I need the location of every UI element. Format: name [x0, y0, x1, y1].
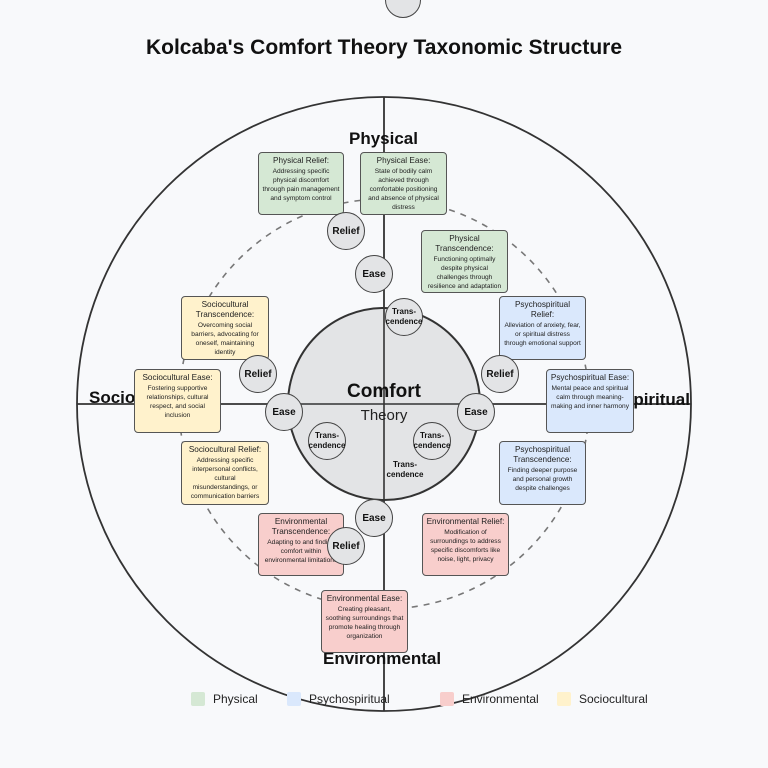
dimension-label-physical: Physical — [349, 129, 418, 148]
box-title: Psychospiritual Ease: — [550, 373, 630, 382]
legend-item-physical: Physical — [191, 691, 258, 707]
box-sociocultural-relief: Sociocultural Relief: Addressing specifi… — [181, 441, 269, 505]
box-environmental-relief: Environmental Relief: Modification of su… — [422, 513, 509, 576]
bubble-physical-ease: Ease — [355, 255, 393, 293]
legend-swatch — [557, 692, 571, 706]
box-physical-ease: Physical Ease: State of bodily calm achi… — [360, 152, 447, 215]
legend-swatch — [440, 692, 454, 706]
bubble-environmental-relief: Relief — [327, 527, 365, 565]
box-description: State of bodily calm achieved through co… — [368, 168, 439, 211]
legend-item-psychospiritual: Psychospiritual — [287, 691, 390, 707]
bubble-environmental-ease: Ease — [355, 499, 393, 537]
dimension-label-sociocultural-text: Sociocultural — [89, 388, 135, 407]
label-environmental-transcendence: Trans-cendence — [386, 460, 424, 479]
box-psychospiritual-ease: Psychospiritual Ease: Mental peace and s… — [546, 369, 634, 433]
box-psychospiritual-relief: Psychospiritual Relief: Alleviation of a… — [499, 296, 586, 360]
box-description: Addressing specific physical discomfort … — [262, 168, 340, 202]
legend-label: Physical — [213, 692, 258, 706]
box-description: Modification of surroundings to address … — [430, 529, 501, 563]
box-description: Fostering supportive relationships, cult… — [146, 385, 209, 419]
box-sociocultural-transcendence: Sociocultural Transcendence: Overcoming … — [181, 296, 269, 360]
box-description: Adapting to and finding comfort within e… — [264, 539, 338, 564]
box-title: Environmental Transcendence: — [271, 517, 331, 536]
box-psychospiritual-transcendence: Psychospiritual Transcendence: Finding d… — [499, 441, 586, 505]
box-title: Environmental Ease: — [326, 594, 403, 603]
core-title: Comfort — [347, 381, 421, 402]
bubble-physical-relief: Relief — [327, 212, 365, 250]
box-title: Physical Ease: — [376, 156, 431, 165]
bubble-sociocultural-ease: Ease — [265, 393, 303, 431]
legend-label: Psychospiritual — [309, 692, 390, 706]
diagram-title: Kolcaba's Comfort Theory Taxonomic Struc… — [145, 36, 623, 59]
box-title: Sociocultural Transcendence: — [195, 300, 255, 319]
dimension-label-environmental: Environmental — [323, 649, 442, 668]
legend-item-environmental: Environmental — [440, 691, 539, 707]
box-title: Physical Relief: — [273, 156, 329, 165]
core-subtitle: Theory — [360, 407, 408, 424]
box-title: Psychospiritual Relief: — [514, 300, 571, 319]
box-description: Overcoming social barriers, advocating f… — [191, 322, 259, 356]
box-title: Sociocultural Relief: — [188, 445, 262, 454]
box-title: Physical Transcendence: — [435, 234, 494, 253]
box-title: Sociocultural Ease: — [142, 373, 213, 382]
box-physical-transcendence: Physical Transcendence: Functioning opti… — [421, 230, 508, 293]
bubble-psychospiritual-relief: Relief — [481, 355, 519, 393]
legend-label: Environmental — [462, 692, 539, 706]
bubble-sociocultural-transcendence: Trans-cendence — [308, 422, 346, 460]
box-description: Creating pleasant, soothing surroundings… — [325, 606, 404, 640]
dimension-label-sociocultural: Sociocultural — [89, 388, 135, 408]
box-description: Addressing specific interpersonal confli… — [190, 457, 260, 500]
box-description: Functioning optimally despite physical c… — [427, 256, 502, 290]
legend-swatch — [287, 692, 301, 706]
legend-item-sociocultural: Sociocultural — [557, 691, 648, 707]
box-physical-relief: Physical Relief: Addressing specific phy… — [258, 152, 344, 215]
box-description: Alleviation of anxiety, fear, or spiritu… — [504, 322, 581, 347]
legend-label: Sociocultural — [579, 692, 648, 706]
legend-swatch — [191, 692, 205, 706]
bubble-sociocultural-relief: Relief — [239, 355, 277, 393]
box-title: Psychospiritual Transcendence: — [513, 445, 572, 464]
bubble-psychospiritual-ease: Ease — [457, 393, 495, 431]
box-title: Environmental Relief: — [426, 517, 505, 526]
box-environmental-ease: Environmental Ease: Creating pleasant, s… — [321, 590, 408, 653]
bubble-physical-transcendence: Trans-cendence — [385, 298, 423, 336]
box-sociocultural-ease: Sociocultural Ease: Fostering supportive… — [134, 369, 221, 433]
box-description: Mental peace and spiritual calm through … — [550, 385, 630, 410]
bubble-psychospiritual-transcendence: Trans-cendence — [413, 422, 451, 460]
box-description: Finding deeper purpose and personal grow… — [507, 467, 578, 492]
